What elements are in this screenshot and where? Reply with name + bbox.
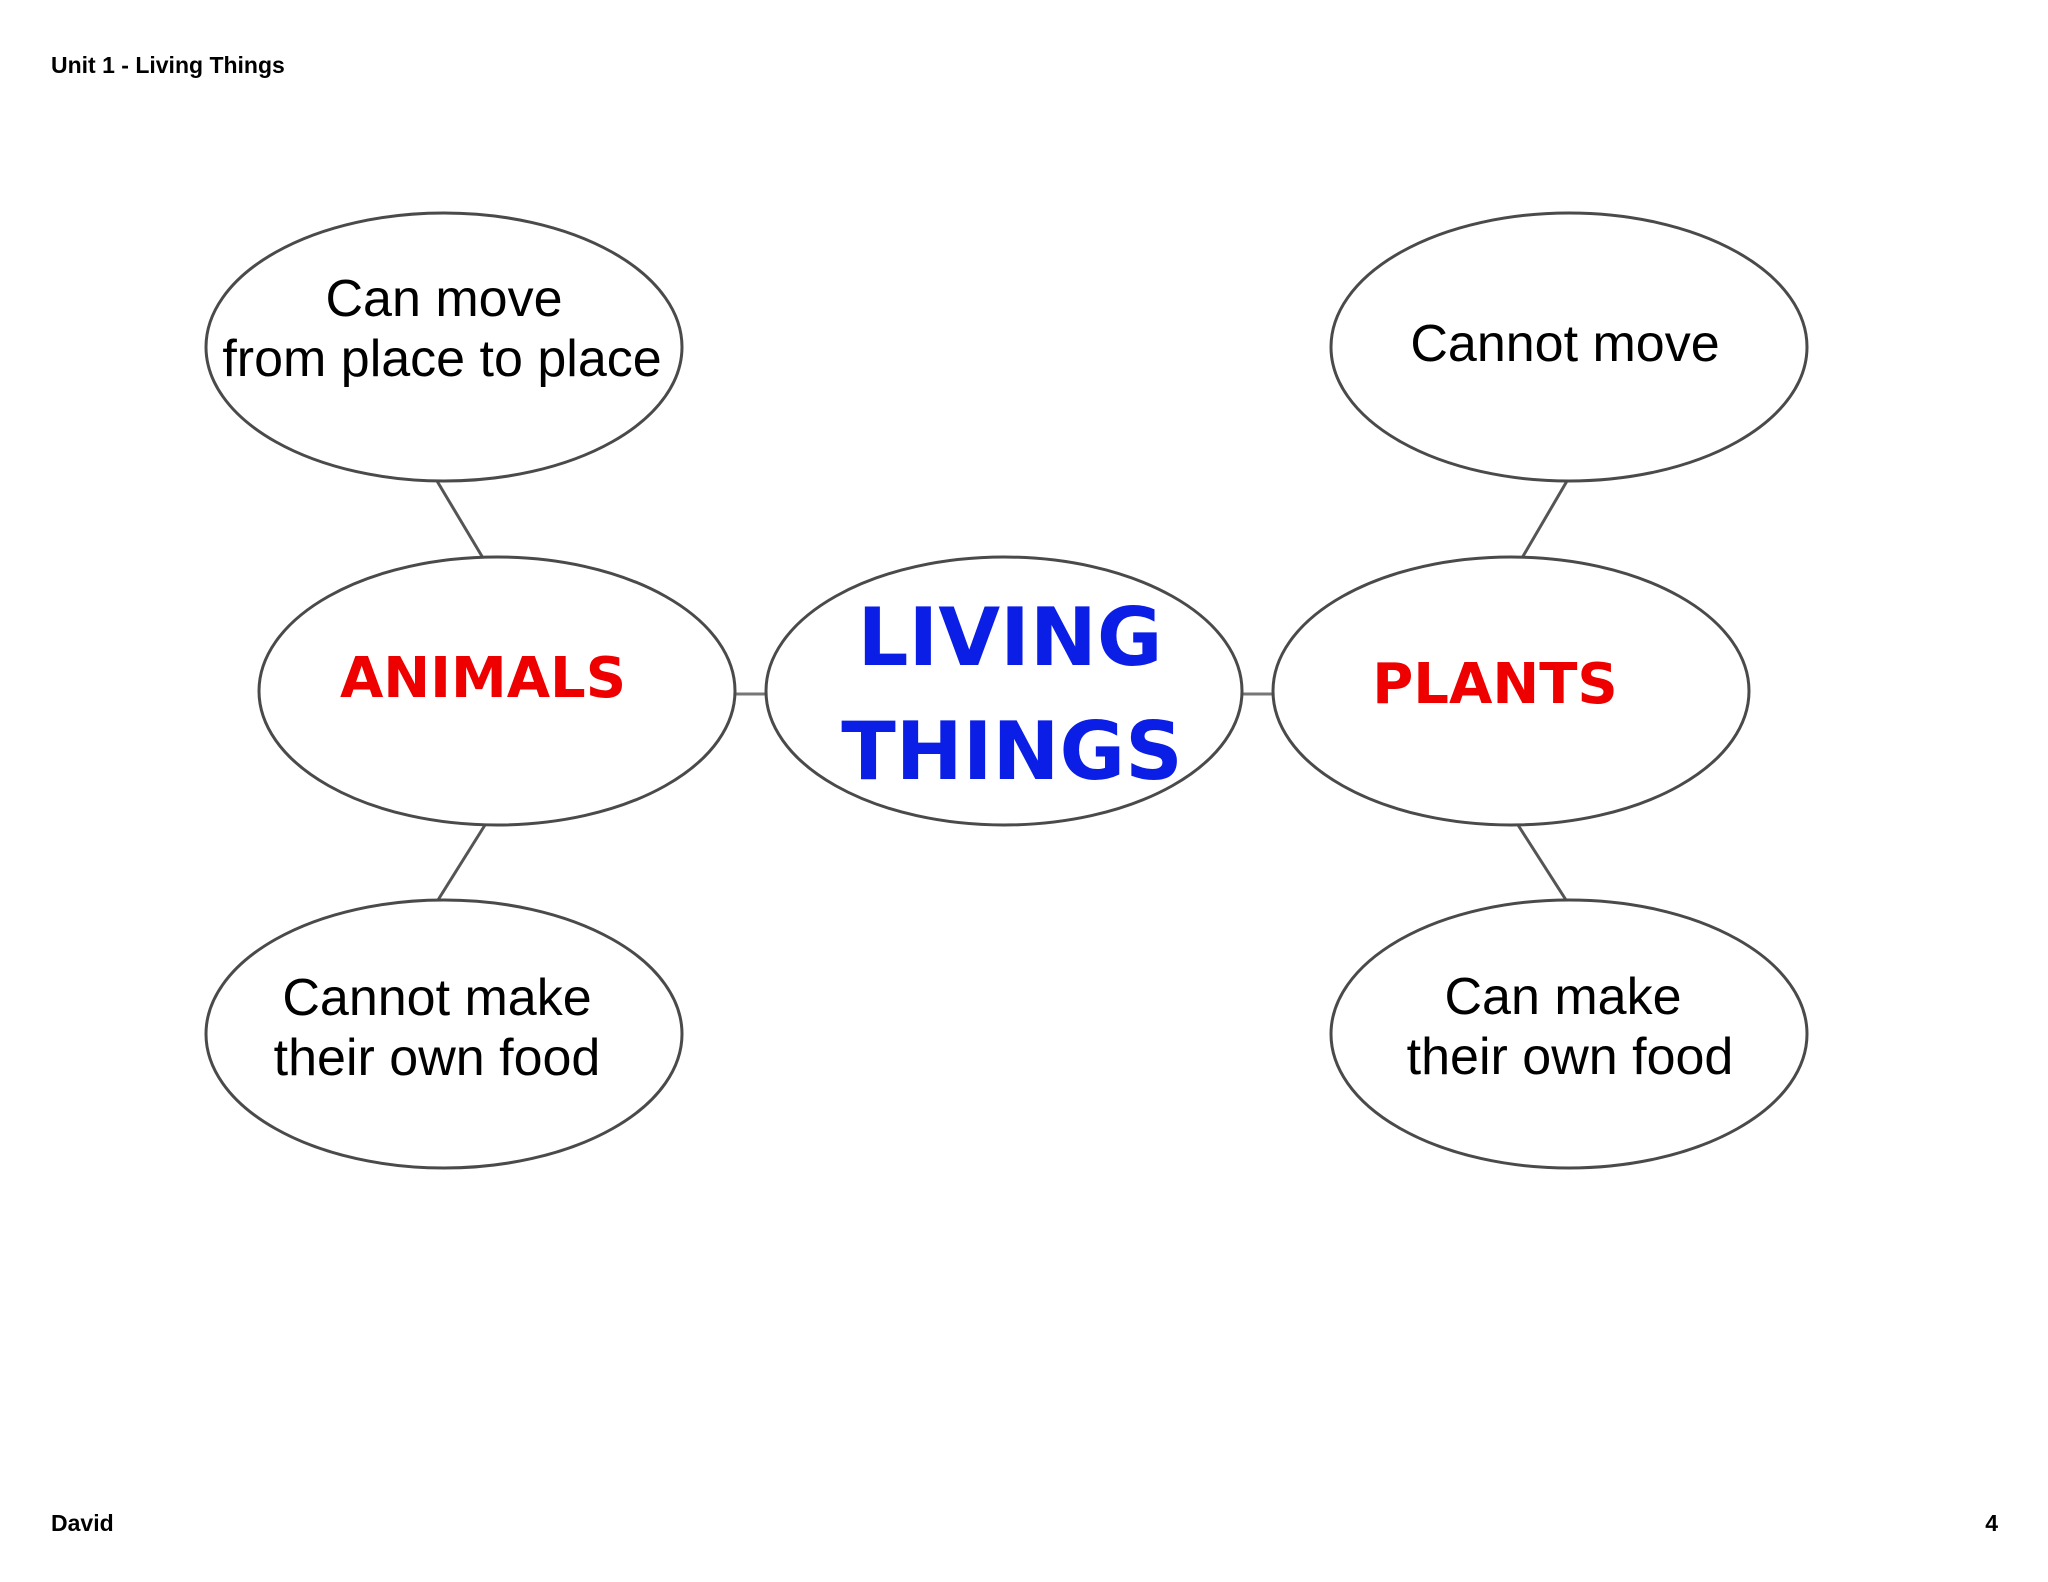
bubble-outline	[204, 211, 684, 483]
bubble-animals-move-line1: Can move	[326, 270, 563, 328]
page-number: 4	[1985, 1510, 1998, 1536]
bubble-plants-move: Cannot move	[1329, 211, 1809, 483]
bubble-animals-move-line2: from place to place	[222, 330, 661, 388]
bubble-plants-food: Can make their own food	[1329, 898, 1809, 1170]
page-footer-author: David	[51, 1510, 114, 1536]
animals-label: ANIMALS	[340, 646, 626, 711]
bubble-plants-food-line1: Can make	[1445, 968, 1682, 1026]
connector-animals-bottom	[436, 824, 487, 901]
connector-animals-top	[435, 480, 485, 559]
bubble-plants-food-line2: their own food	[1407, 1028, 1734, 1086]
bubble-animals-food-line2: their own food	[274, 1029, 601, 1087]
bubble-animals-food: Cannot make their own food	[204, 898, 684, 1170]
bubble-outline	[257, 555, 737, 827]
bubble-animals-food-line1: Cannot make	[282, 969, 591, 1027]
bubble-center: LIVING THINGS	[764, 555, 1244, 827]
connectors	[435, 480, 1569, 901]
page-header-title: Unit 1 - Living Things	[51, 52, 285, 78]
bubble-outline	[764, 555, 1244, 827]
bubble-outline	[1329, 898, 1809, 1170]
bubble-plants-move-line1: Cannot move	[1410, 315, 1719, 373]
bubble-animals-move: Can move from place to place	[204, 211, 684, 483]
bubble-outline	[204, 898, 684, 1170]
bubble-outline	[1271, 555, 1751, 827]
bubble-plants: PLANTS	[1271, 555, 1751, 827]
bubble-animals: ANIMALS	[257, 555, 737, 827]
bubble-outline	[1329, 211, 1809, 483]
center-label-line2: THINGS	[841, 705, 1183, 798]
center-label-line1: LIVING	[857, 591, 1162, 684]
connector-plants-top	[1520, 480, 1569, 559]
connector-plants-bottom	[1516, 824, 1568, 901]
plants-label: PLANTS	[1372, 652, 1617, 717]
